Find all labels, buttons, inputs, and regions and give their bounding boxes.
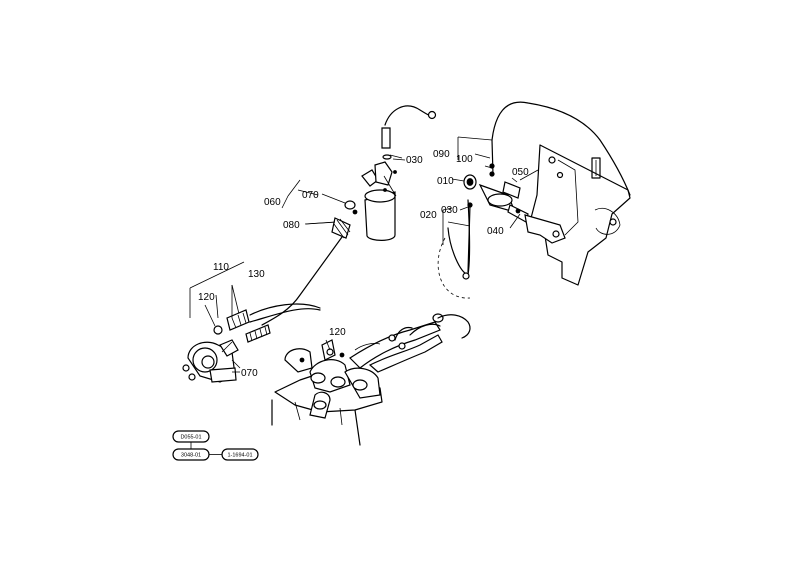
label-030-mid: 030 — [441, 205, 458, 216]
label-080: 080 — [283, 220, 300, 231]
callout-group-110 — [189, 261, 321, 343]
injection-pipes — [349, 313, 471, 373]
label-030-top: 030 — [406, 155, 423, 166]
rod-020 — [442, 202, 473, 280]
label-010: 010 — [437, 176, 454, 187]
label-120-left: 120 — [198, 292, 215, 303]
governor-housing — [182, 339, 241, 383]
label-050: 050 — [512, 167, 529, 178]
leader-lines — [215, 158, 406, 373]
label-070-bottom: 070 — [241, 368, 258, 379]
ref-text-3: 1-1694-01 — [227, 453, 252, 459]
cable-assembly — [437, 101, 631, 299]
label-020: 020 — [420, 210, 437, 221]
label-110: 110 — [213, 262, 229, 273]
label-120-right: 120 — [329, 327, 346, 338]
label-040: 040 — [487, 226, 504, 237]
engine-block — [271, 339, 383, 446]
label-130: 130 — [248, 269, 265, 280]
yoke-assembly — [451, 169, 566, 244]
label-100: 100 — [456, 154, 473, 165]
ref-bubble-3 — [221, 448, 259, 461]
callout-group-060 — [261, 179, 358, 326]
solenoid-unit — [361, 105, 437, 241]
part-labels: 030 090 100 010 050 020 030 040 060 070 … — [198, 149, 529, 379]
label-060: 060 — [264, 197, 281, 208]
reference-codes: D055-01 3048-01 1-1694-01 — [172, 430, 259, 461]
callout-group-090 — [457, 136, 495, 177]
ref-text-1: D055-01 — [180, 435, 201, 441]
label-090: 090 — [433, 149, 450, 160]
bracket-plate — [529, 144, 631, 286]
ref-text-2: 3048-01 — [181, 453, 201, 459]
label-070-top: 070 — [302, 190, 319, 201]
